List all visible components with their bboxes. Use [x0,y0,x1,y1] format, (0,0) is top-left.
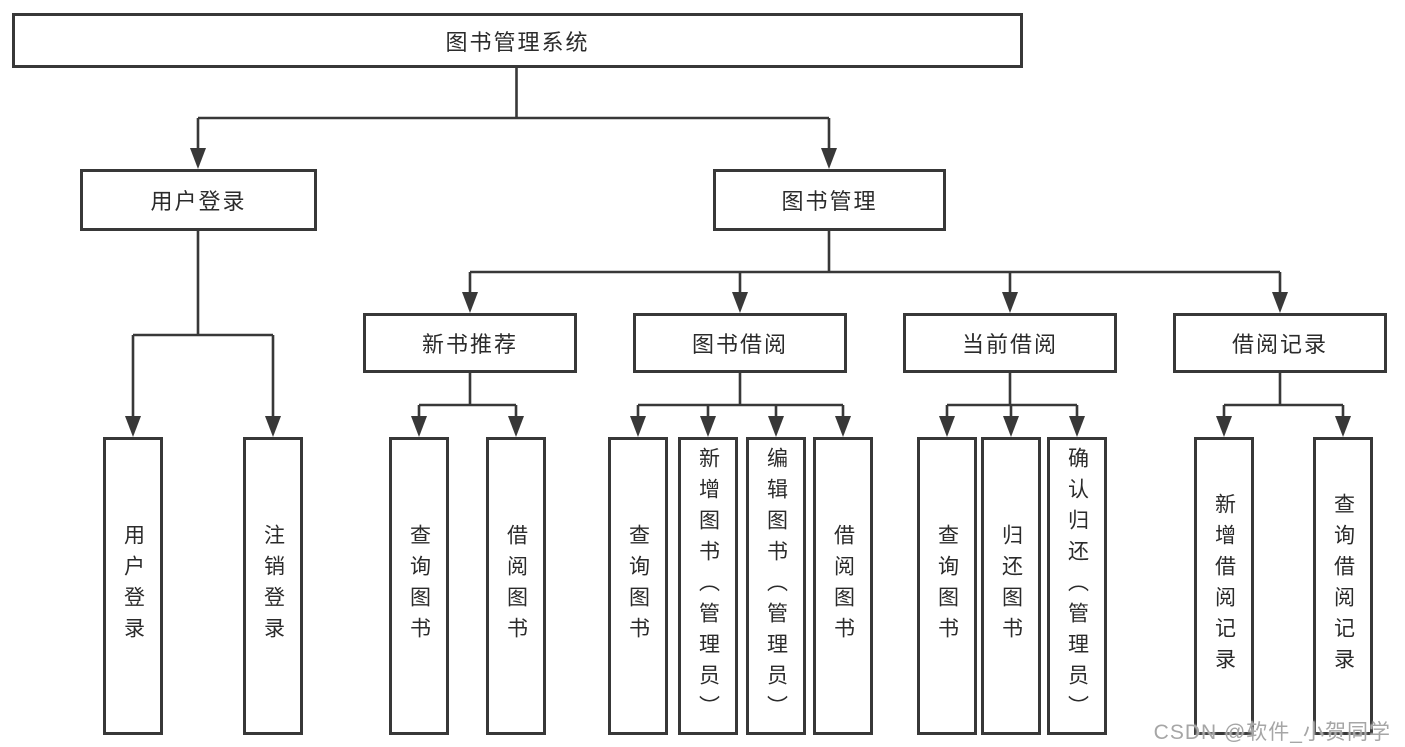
connector-current-borrow-to-leaves [939,373,1085,437]
node-root-system: 图书管理系统 [12,13,1023,68]
leaf-query-books-recommend: 查询图书 [389,437,449,735]
connector-new-book-recommend-to-leaves [411,373,524,437]
leaf-label: 编辑图书（管理员） [764,446,788,726]
connector-user-login-to-leaves [125,231,281,437]
leaf-label: 注销登录 [261,524,285,648]
node-book-borrow: 图书借阅 [633,313,847,373]
leaf-add-borrow-record: 新增借阅记录 [1194,437,1254,735]
node-book-management: 图书管理 [713,169,946,231]
leaf-query-books-borrow: 查询图书 [608,437,668,735]
leaf-logout: 注销登录 [243,437,303,735]
connector-book-borrow-to-leaves [630,373,851,437]
node-current-borrow: 当前借阅 [903,313,1117,373]
connector-book-management-to-level3 [462,231,1288,313]
leaf-label: 归还图书 [999,524,1023,648]
leaf-borrow-books-recommend: 借阅图书 [486,437,546,735]
leaf-label: 查询借阅记录 [1331,493,1355,679]
leaf-label: 新增借阅记录 [1212,493,1236,679]
leaf-add-books-admin: 新增图书（管理员） [678,437,738,735]
node-user-login: 用户登录 [80,169,317,231]
leaf-label: 借阅图书 [504,524,528,648]
leaf-label: 确认归还（管理员） [1065,446,1089,726]
leaf-label: 查询图书 [935,524,959,648]
leaf-query-books-current: 查询图书 [917,437,977,735]
leaf-label: 新增图书（管理员） [696,446,720,726]
connector-root-to-level2 [190,68,837,169]
leaf-label: 查询图书 [407,524,431,648]
leaf-edit-books-admin: 编辑图书（管理员） [746,437,806,735]
node-new-book-recommend: 新书推荐 [363,313,577,373]
leaf-label: 查询图书 [626,524,650,648]
leaf-return-books: 归还图书 [981,437,1041,735]
leaf-query-borrow-record: 查询借阅记录 [1313,437,1373,735]
leaf-confirm-return-admin: 确认归还（管理员） [1047,437,1107,735]
node-borrow-record: 借阅记录 [1173,313,1387,373]
leaf-user-login: 用户登录 [103,437,163,735]
connector-borrow-record-to-leaves [1216,373,1351,437]
leaf-label: 借阅图书 [831,524,855,648]
csdn-watermark: CSDN @软件_小贺同学 [1153,721,1391,744]
leaf-borrow-books: 借阅图书 [813,437,873,735]
leaf-label: 用户登录 [121,524,145,648]
